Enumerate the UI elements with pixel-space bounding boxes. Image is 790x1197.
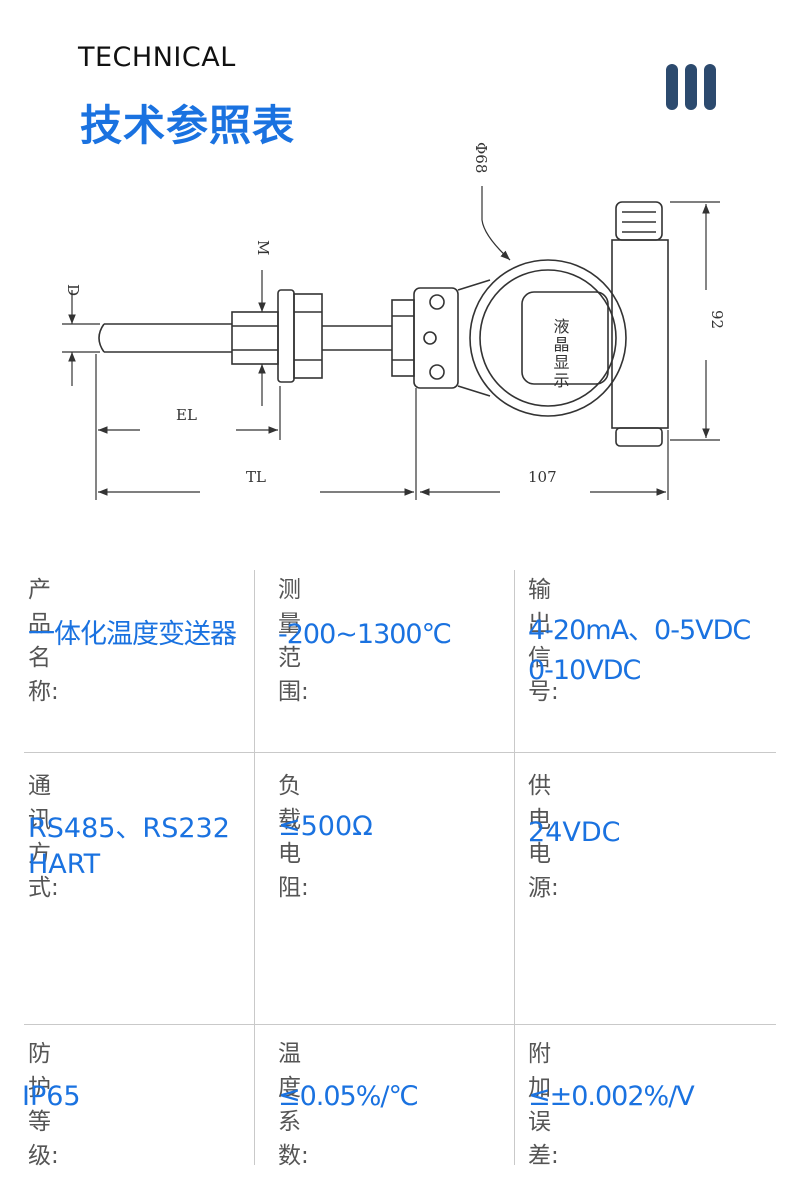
- dim-el-label: EL: [176, 406, 197, 424]
- spec-value: 一体化温度变送器: [28, 619, 237, 650]
- spec-label: 供电电源:: [528, 773, 559, 901]
- lcd-label: 液晶显示: [551, 318, 570, 390]
- dim-m-label: M: [254, 240, 272, 255]
- spec-value: 24VDC: [528, 817, 621, 848]
- spec-table: 产品名称: 一体化温度变送器 测量范围: -200~1300℃ 输出信号: 4-…: [0, 560, 790, 1170]
- spec-label: 测量范围:: [278, 577, 309, 705]
- spec-value: HART: [28, 849, 101, 880]
- dim-phi68-label: Φ68: [472, 142, 490, 173]
- header-title-en: TECHNICAL: [78, 42, 236, 73]
- spec-value: 4-20mA、0-5VDC: [528, 615, 751, 646]
- spec-label: 防护等级:: [28, 1041, 59, 1169]
- spec-label: 输出信号:: [528, 577, 559, 705]
- dim-92-label: 92: [708, 310, 726, 329]
- spec-label: 产品名称:: [28, 577, 59, 705]
- section-number-icon: [666, 64, 716, 110]
- spec-value: ≤500Ω: [278, 811, 373, 842]
- spec-label: 温度系数:: [278, 1041, 309, 1169]
- spec-value: IP65: [22, 1081, 81, 1112]
- spec-value: 0-10VDC: [528, 655, 641, 686]
- spec-label: 通讯方式:: [28, 773, 59, 901]
- dimension-drawing: D M Φ68 92 EL TL 107 液晶显示: [62, 142, 726, 500]
- header-title-cn: 技术参照表: [80, 101, 296, 150]
- dim-tl-label: TL: [246, 468, 266, 486]
- spec-value: ≤±0.002%/V: [528, 1081, 695, 1112]
- spec-label: 附加误差:: [528, 1041, 559, 1169]
- spec-value: -200~1300℃: [278, 619, 452, 650]
- spec-label: 负载电阻:: [278, 773, 309, 901]
- dim-d-label: D: [64, 284, 82, 296]
- spec-value: ≤0.05%/℃: [278, 1081, 419, 1112]
- spec-value: RS485、RS232: [28, 813, 230, 844]
- dim-107-label: 107: [528, 468, 557, 486]
